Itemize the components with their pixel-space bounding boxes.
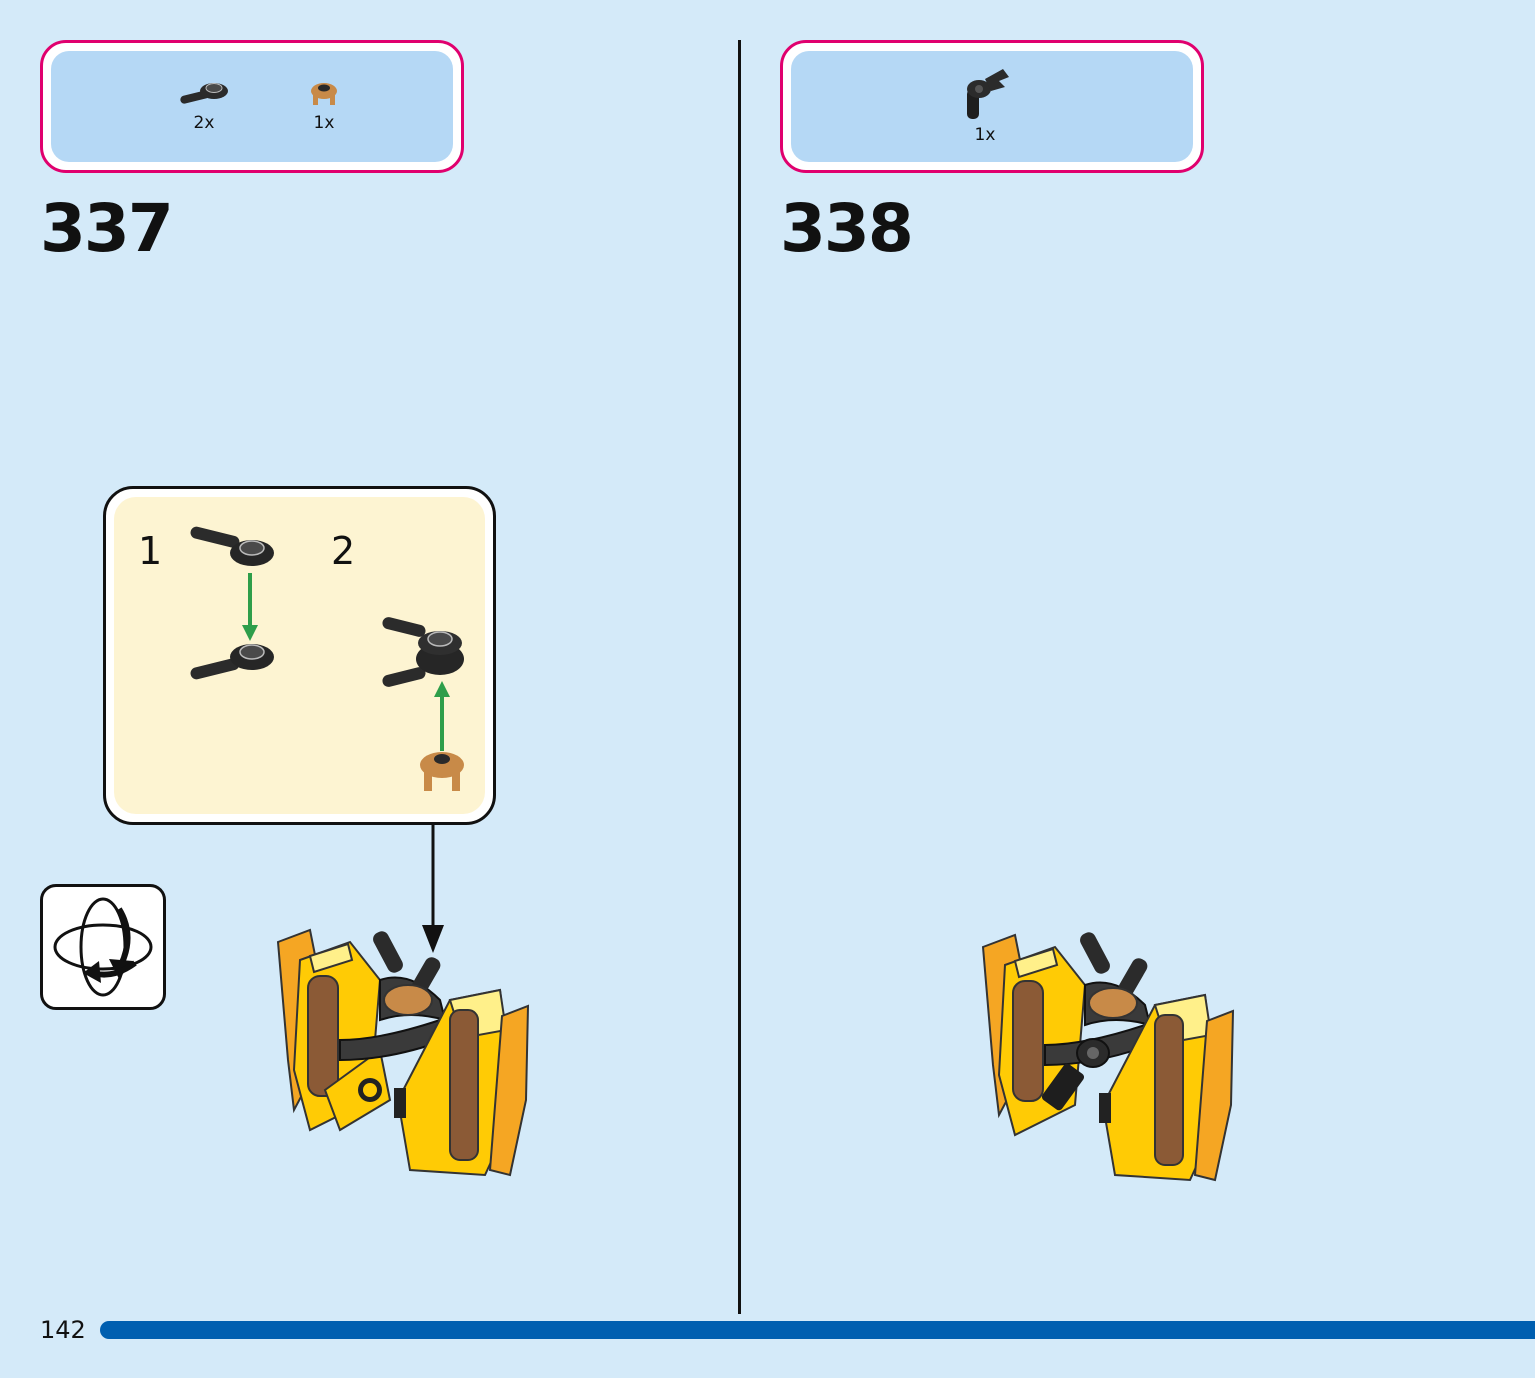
- parts-callout-338: 1x: [780, 40, 1204, 173]
- black-clip-bar-icon: [967, 69, 1009, 119]
- black-bar-holder-plate-icon: [190, 644, 274, 680]
- substep-label-2: 2: [331, 529, 356, 573]
- step-number-337: 337: [40, 190, 174, 267]
- callout-arrow: [422, 825, 444, 953]
- substep-label-1: 1: [138, 529, 163, 573]
- tan-clip-plate-icon: [420, 752, 464, 791]
- sub-assembly-callout: 1 2: [103, 486, 496, 825]
- parts-callout-337: 2x 1x: [40, 40, 464, 173]
- part-tan-clip: 1x: [297, 77, 351, 133]
- page-divider: [738, 40, 741, 1314]
- progress-bar: [100, 1321, 1535, 1339]
- part-qty: 1x: [313, 113, 335, 133]
- part-black-bar-holder: 2x: [169, 77, 239, 133]
- tan-clip-plate-icon: [311, 83, 337, 105]
- page-number: 142: [40, 1316, 86, 1344]
- rotate-model-indicator: [40, 884, 166, 1010]
- substep-2-illustration: [382, 617, 464, 791]
- black-bar-holder-plate-icon: [180, 83, 228, 104]
- model-illustration-338: [981, 932, 1235, 1182]
- part-qty: 1x: [974, 125, 996, 145]
- rotate-model-icon: [53, 897, 153, 997]
- step-number-338: 338: [780, 190, 914, 267]
- black-bar-holder-plate-icon: [190, 526, 274, 566]
- part-qty: 2x: [193, 113, 215, 133]
- part-black-clip-bar: 1x: [955, 67, 1015, 145]
- model-illustration-337: [276, 928, 530, 1177]
- substep-1-illustration: [190, 526, 274, 680]
